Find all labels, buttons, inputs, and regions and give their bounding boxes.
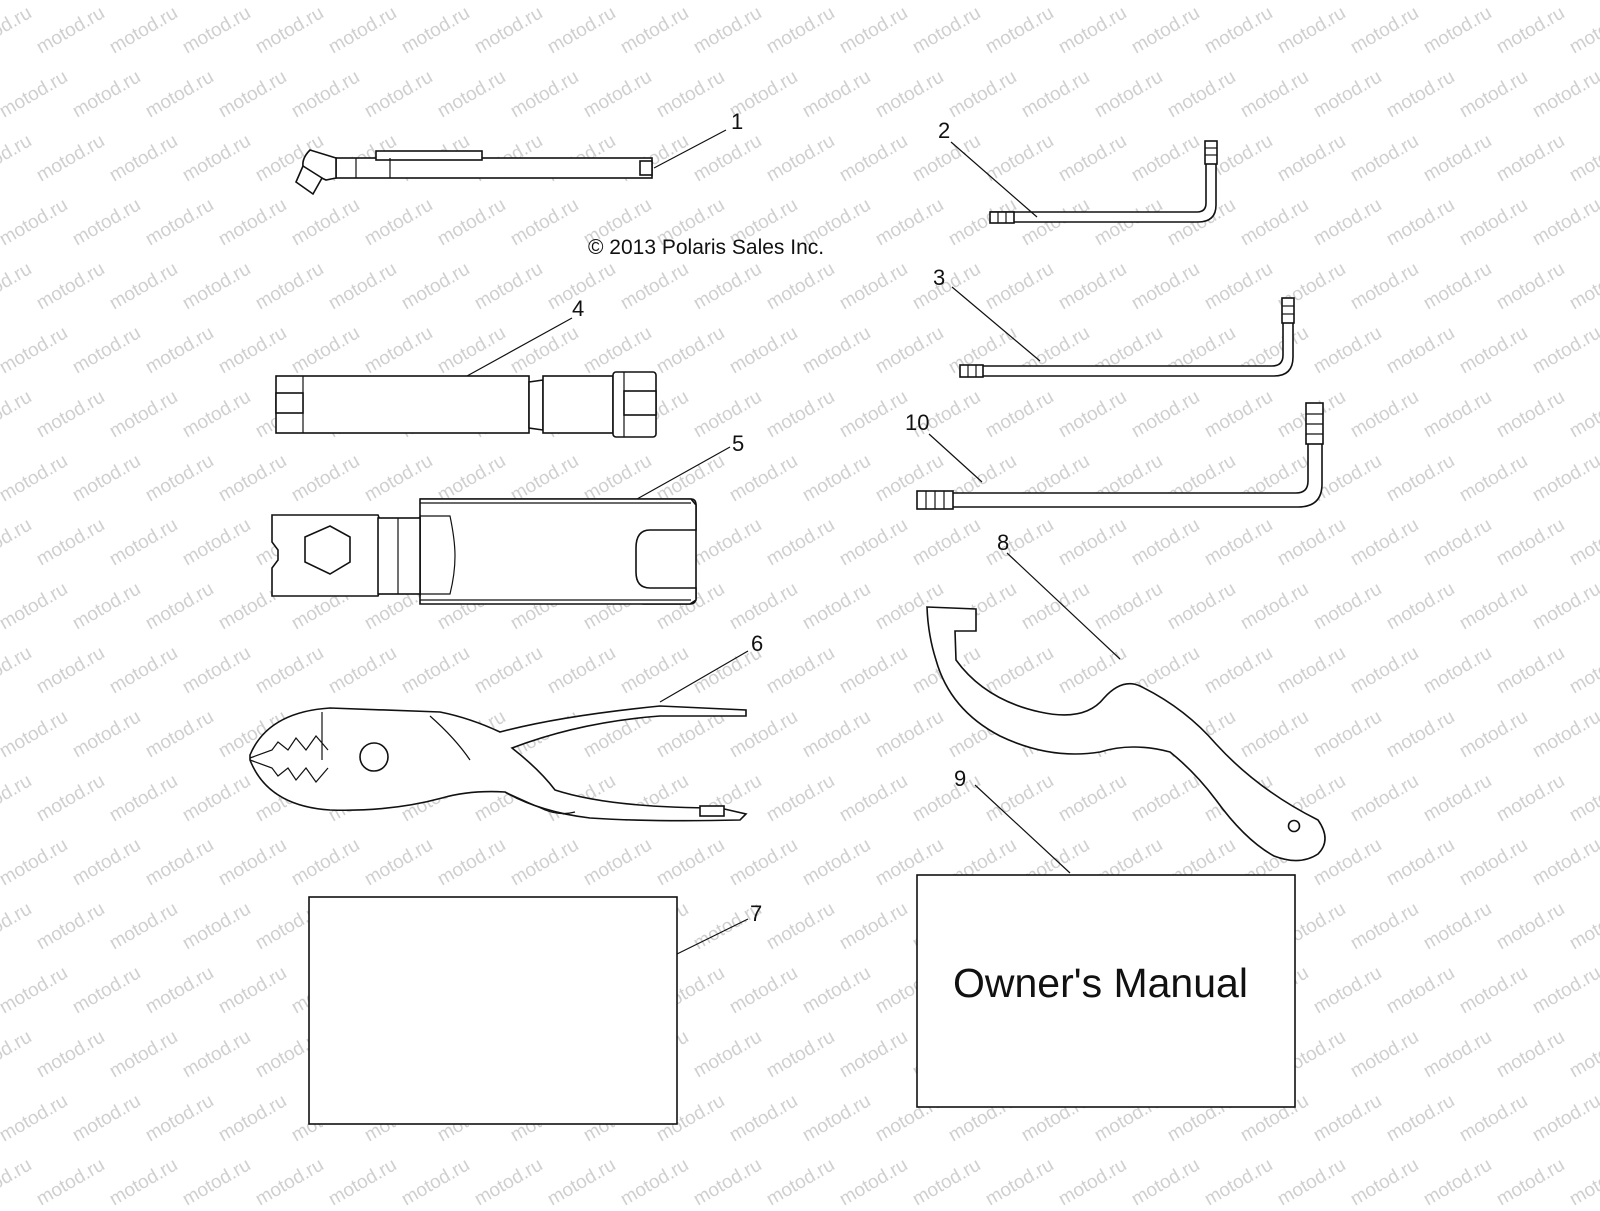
- callout-5: 5: [732, 431, 744, 456]
- open-end-wrench-icon: [271, 498, 697, 605]
- leader-3: [951, 286, 1041, 362]
- callout-6: 6: [751, 631, 763, 656]
- leader-7: [676, 918, 749, 955]
- callout-10: 10: [905, 410, 929, 435]
- spanner-wrench-icon: [926, 606, 1326, 862]
- hex-key-small-icon: [989, 140, 1218, 224]
- leader-1: [653, 129, 727, 169]
- callout-4: 4: [572, 296, 584, 321]
- callout-7: 7: [750, 901, 762, 926]
- leader-5: [636, 446, 731, 500]
- leader-6: [659, 650, 749, 703]
- owners-manual-title: Owner's Manual: [953, 960, 1248, 1006]
- callout-8: 8: [997, 530, 1009, 555]
- card-icon: [308, 896, 678, 1125]
- leader-10: [928, 433, 983, 483]
- leader-2: [950, 141, 1038, 218]
- leader-4: [466, 317, 573, 377]
- callout-1: 1: [731, 109, 743, 134]
- hex-key-medium-icon: [959, 297, 1295, 378]
- tire-pressure-gauge-icon: [295, 149, 653, 196]
- callout-9: 9: [954, 766, 966, 791]
- callout-3: 3: [933, 265, 945, 290]
- spark-plug-socket-icon: [275, 371, 657, 438]
- copyright-notice: © 2013 Polaris Sales Inc.: [588, 236, 824, 259]
- leader-9: [974, 784, 1071, 874]
- callout-2: 2: [938, 118, 950, 143]
- owners-manual-icon: Owner's Manual: [916, 874, 1296, 1108]
- hex-key-large-icon: [916, 402, 1324, 510]
- pliers-icon: [249, 705, 748, 822]
- leader-8: [1006, 552, 1121, 660]
